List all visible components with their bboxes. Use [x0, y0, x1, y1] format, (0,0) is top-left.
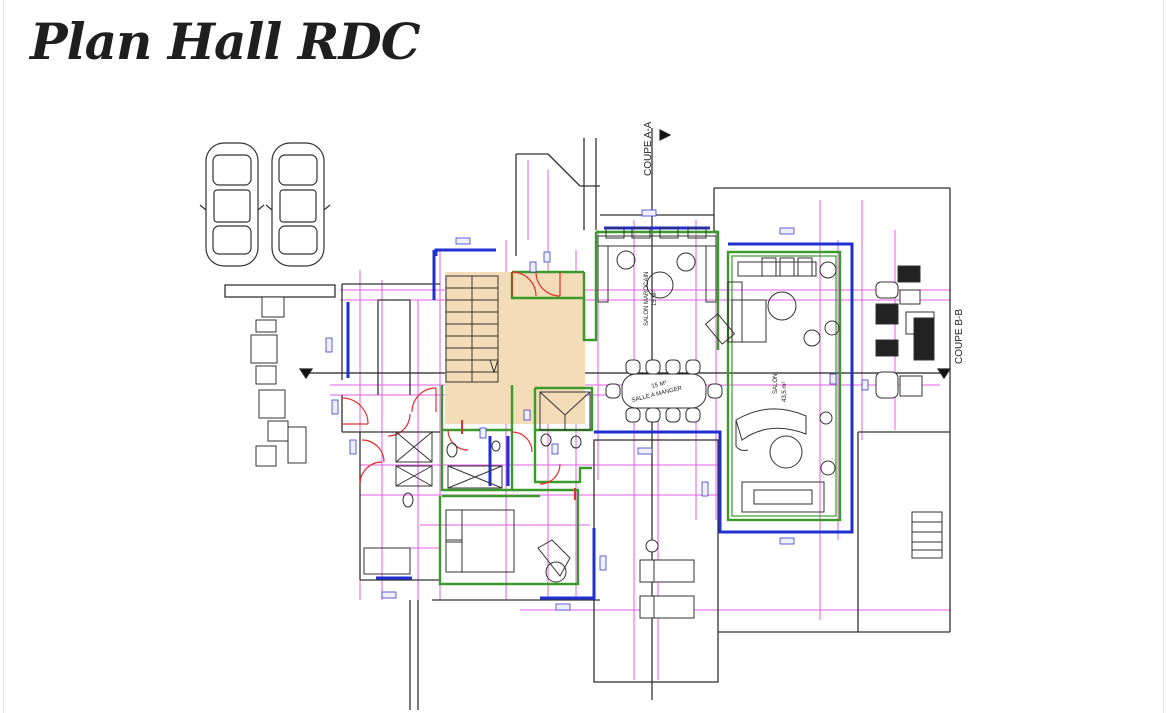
- door-swings: [341, 271, 576, 500]
- coupe-bb-label: COUPE B-B: [954, 309, 965, 364]
- salon-furniture: [727, 257, 840, 513]
- salon-marocain-label: SALON MAROCAIN: [644, 272, 650, 326]
- page-title: Plan Hall RDC: [30, 12, 420, 71]
- terrace-loungers: [639, 539, 695, 619]
- salon-marocain-area: 15 M²: [652, 291, 658, 306]
- coupe-aa-label: COUPE A-A: [643, 121, 654, 176]
- page-frame: [3, 0, 1164, 713]
- salon-area: 43,5 m²: [782, 382, 788, 402]
- bedroom-furniture: [445, 509, 571, 583]
- salon-marocain-furniture: [597, 227, 736, 345]
- outdoor-furniture: [875, 265, 943, 559]
- dining-table: [605, 359, 723, 423]
- bathroom-fixtures: [363, 391, 591, 575]
- car-right: [265, 142, 331, 267]
- blue-walls: [346, 226, 854, 600]
- car-left: [199, 142, 265, 267]
- salle-a-manger-area: 15 M²: [651, 380, 667, 390]
- room-labels: COUPE A-A COUPE B-B SALON MAROCAIN 15 M²…: [631, 121, 965, 404]
- stepping-stones: [250, 296, 307, 467]
- parked-cars: [199, 142, 331, 267]
- salon-label: SALON: [773, 374, 779, 394]
- dimension-tags: [325, 209, 869, 611]
- exterior-walls: [224, 138, 951, 710]
- green-walls: [438, 230, 842, 586]
- staircase: [445, 275, 499, 383]
